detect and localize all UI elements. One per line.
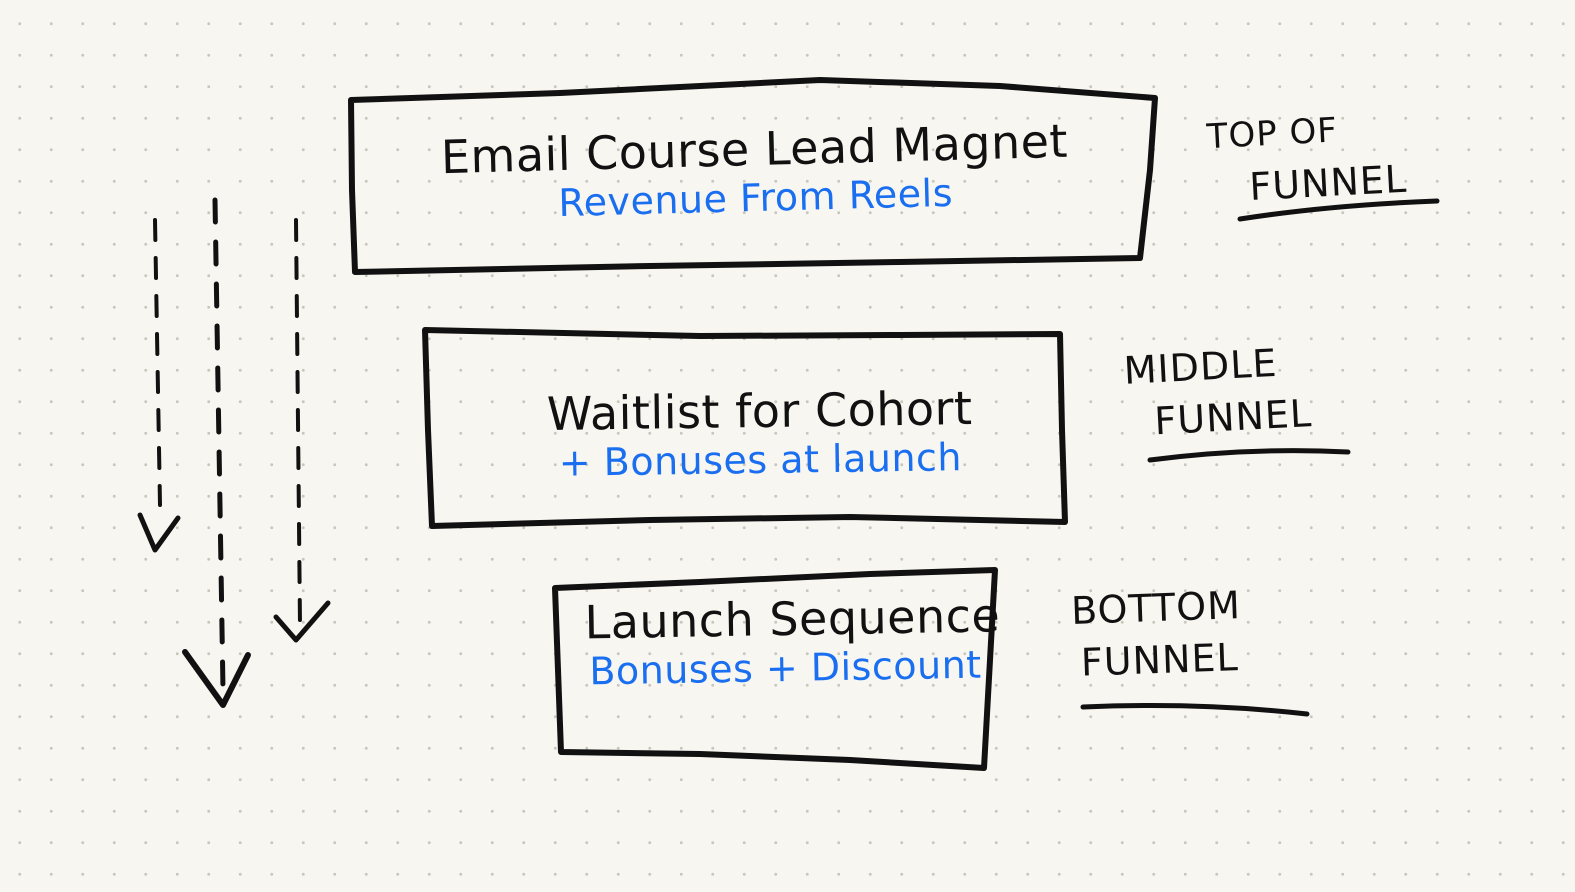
stage-label-top: Top of Funnel: [1205, 101, 1408, 215]
box-subtitle: Bonuses + Discount: [588, 642, 982, 694]
stage-label-line2: Funnel: [1153, 391, 1314, 444]
stage-label-line2: Funnel: [1248, 156, 1409, 210]
box-bottom-funnel-frame: [552, 567, 998, 771]
stage-label-line2: Funnel: [1080, 635, 1240, 685]
box-subtitle: + Bonuses at launch: [558, 435, 963, 485]
box-middle-funnel-frame: [422, 327, 1068, 529]
stage-label-bottom: Bottom Funnel: [1070, 579, 1243, 689]
stage-label-line1: Bottom: [1070, 583, 1242, 633]
underline-top-funnel: [1237, 198, 1440, 222]
box-top-funnel-frame: [348, 77, 1158, 275]
box-bottom-funnel: Launch Sequence Bonuses + Discount: [584, 588, 1001, 694]
box-middle-funnel: Waitlist for Cohort + Bonuses at launch: [469, 380, 1050, 486]
dashed-down-arrow-icon: [273, 218, 331, 643]
dashed-down-arrow-icon: [182, 197, 251, 708]
dashed-down-arrow-icon: [137, 218, 181, 553]
underline-bottom-funnel: [1080, 703, 1310, 717]
box-top-funnel: Email Course Lead Magnet Revenue From Re…: [429, 114, 1081, 229]
box-title: Launch Sequence: [584, 588, 1001, 650]
stage-label-middle: Middle Funnel: [1122, 335, 1313, 449]
underline-middle-funnel: [1147, 448, 1351, 463]
box-title: Waitlist for Cohort: [546, 381, 973, 441]
